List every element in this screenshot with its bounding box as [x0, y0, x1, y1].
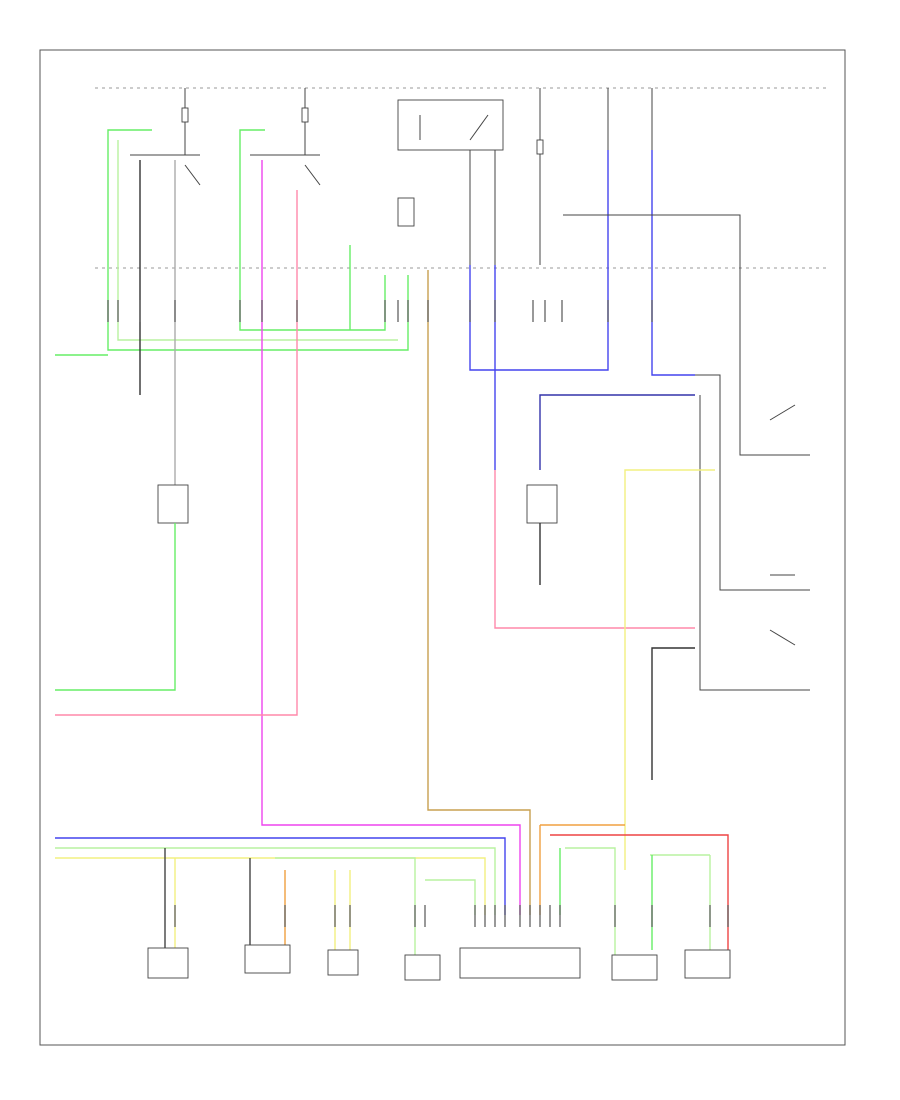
- drop-comp-4: [275, 857, 416, 955]
- fuse-a: [181, 107, 189, 123]
- switch-group: [130, 154, 415, 227]
- right-lower-switch: [769, 629, 796, 646]
- right-upper-switch: [769, 404, 796, 421]
- switch-b-contact: [304, 164, 321, 186]
- bottom-component-2: [244, 944, 291, 974]
- green-loop-left: [107, 129, 409, 351]
- bottom-component-1: [147, 947, 189, 979]
- connector-pins: [107, 300, 729, 927]
- pink-wire-left: [55, 190, 298, 716]
- bottom-component-7: [684, 949, 731, 979]
- relay-contact: [469, 114, 489, 141]
- blue-bus-bottom: [55, 837, 506, 915]
- yellow-bus-bottom: [55, 857, 486, 915]
- lightgreen-right: [565, 847, 616, 955]
- relay-box: [397, 99, 504, 265]
- lightgreen-bus-bottom: [55, 847, 496, 915]
- right-gray-top: [563, 214, 810, 456]
- green-wire-lower-left: [55, 523, 176, 691]
- small-relay: [397, 197, 415, 227]
- blue-right: [651, 150, 695, 376]
- red-wire: [550, 834, 729, 950]
- drop-comp-5: [425, 879, 476, 915]
- bottom-component-3: [327, 949, 359, 976]
- bottom-component-5: [459, 947, 581, 979]
- diagram-frame: [39, 49, 846, 1046]
- fuse-group: [181, 88, 653, 265]
- magenta-wire: [261, 160, 521, 915]
- right-gray-mid: [695, 374, 810, 591]
- right-switches: [563, 214, 810, 691]
- bottom-components: [147, 944, 731, 981]
- right-gray-low: [699, 395, 810, 691]
- yellow-wire-right: [624, 469, 715, 870]
- switch-a-contact: [184, 164, 201, 186]
- brown-wire: [427, 270, 531, 915]
- fuse-b: [301, 107, 309, 123]
- fuse-c: [536, 139, 544, 155]
- left-module: [157, 484, 189, 524]
- lightgreen-loop-left: [117, 140, 398, 341]
- black-wire-right: [651, 647, 695, 780]
- center-module: [526, 484, 558, 524]
- darkblue-wire: [539, 394, 695, 470]
- bottom-component-4: [404, 954, 441, 981]
- bottom-component-6: [611, 954, 658, 981]
- pink-wire-right: [494, 470, 695, 629]
- relay-box-body: [397, 99, 504, 151]
- blue-loop: [469, 150, 609, 371]
